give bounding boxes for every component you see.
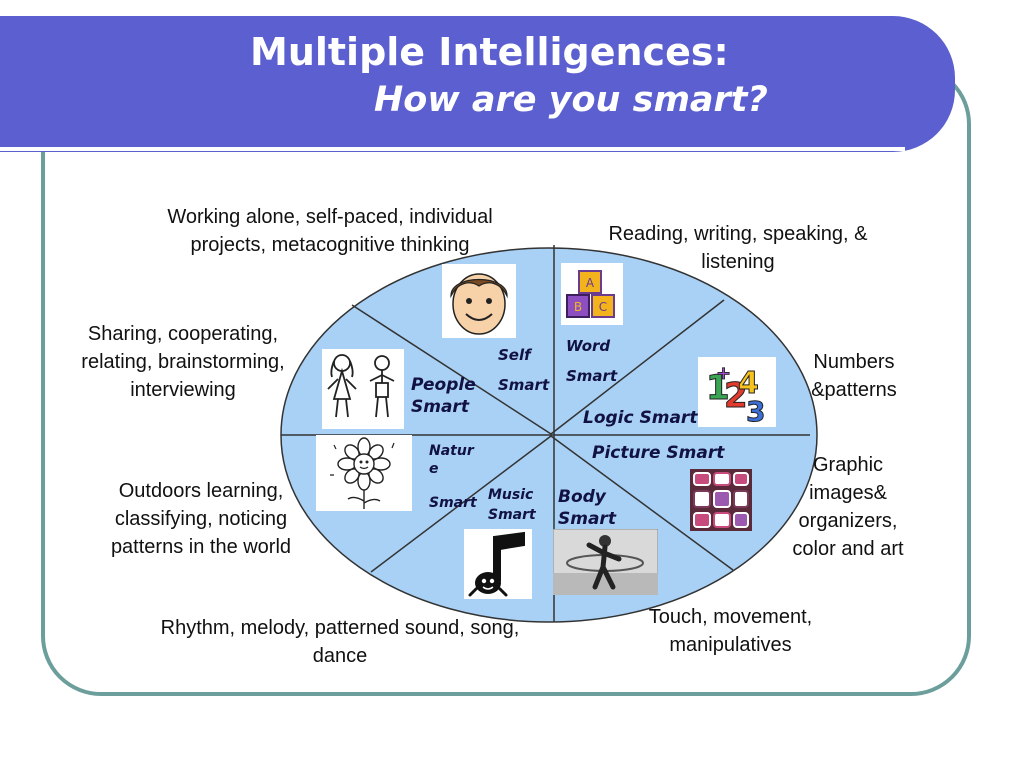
logic-smart-label: Logic Smart — [583, 408, 698, 428]
divider-diagonal-upper-right — [550, 299, 725, 435]
numbers-icon: 1 2 4 3 + — [698, 357, 776, 427]
word-smart-description: Reading, writing, speaking, & listening — [608, 223, 868, 273]
page-subtitle: How are you smart? — [374, 80, 768, 120]
divider-diagonal-upper-left — [351, 304, 552, 435]
flower-icon — [316, 435, 412, 511]
picture-smart-description: Graphic images& organizers, color and ar… — [792, 454, 904, 560]
title-banner — [0, 16, 955, 152]
svg-text:B: B — [574, 300, 582, 314]
logic-smart-description: Numbers &patterns — [811, 351, 897, 401]
svg-text:1: 1 — [706, 368, 730, 408]
divider-diagonal-lower-left — [370, 435, 552, 573]
svg-text:A: A — [586, 276, 595, 290]
hula-hoop-dancer-icon — [553, 529, 658, 595]
nature-smart-description: Outdoors learning, classifying, noticing… — [110, 480, 292, 558]
music-smart-description: Rhythm, melody, patterned sound, song, d… — [160, 617, 520, 667]
stick-people-icon — [322, 349, 404, 429]
banner-divider-line — [0, 147, 905, 151]
svg-text:C: C — [599, 300, 607, 314]
letter-blocks-icon: A B C — [561, 263, 623, 325]
body-smart-description: Touch, movement, manipulatives — [648, 606, 813, 656]
svg-text:3: 3 — [746, 395, 765, 427]
page-title: Multiple Intelligences: — [250, 30, 729, 74]
divider-diagonal-lower-right — [550, 435, 734, 571]
svg-text:+: + — [716, 363, 731, 384]
people-smart-description: Sharing, cooperating, relating, brainsto… — [81, 323, 285, 401]
svg-text:4: 4 — [738, 366, 759, 401]
self-smart-description: Working alone, self-paced, individual pr… — [167, 206, 493, 256]
music-note-icon — [464, 529, 532, 599]
picture-smart-label: Picture Smart — [592, 443, 725, 463]
shapes-pattern-icon — [690, 469, 752, 531]
svg-text:2: 2 — [724, 376, 748, 416]
smiling-face-icon — [442, 264, 516, 338]
